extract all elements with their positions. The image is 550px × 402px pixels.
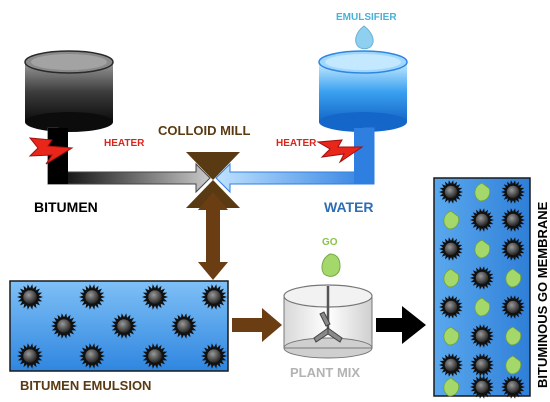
- heater-left-label: HEATER: [104, 138, 145, 149]
- bitumen-particle-icon: [470, 375, 494, 399]
- bitumen-tank: [24, 50, 114, 132]
- bitumen-particle-icon: [470, 353, 494, 377]
- go-flake-icon: [505, 268, 522, 288]
- bitumen-particle-icon: [171, 313, 197, 339]
- bitumen-particle-icon: [51, 313, 77, 339]
- bitumen-particle-icon: [17, 343, 43, 369]
- go-flake-icon: [474, 297, 491, 317]
- bitumen-particle-icon: [501, 237, 525, 261]
- bitumen-emulsion-box: [9, 280, 229, 372]
- go-flake-icon: [505, 326, 522, 346]
- bitumen-label: BITUMEN: [34, 199, 98, 215]
- bitumen-particle-icon: [439, 295, 463, 319]
- emulsion-to-mix-arrow: [232, 308, 282, 342]
- membrane-label: BITUMINOUS GO MEMBRANE: [535, 201, 550, 388]
- bitumen-particle-icon: [439, 180, 463, 204]
- bitumen-particle-icon: [470, 208, 494, 232]
- go-flake-icon: [474, 182, 491, 202]
- bitumen-particle-icon: [501, 208, 525, 232]
- bitumen-particle-icon: [439, 237, 463, 261]
- bitumen-particle-icon: [142, 284, 168, 310]
- go-flake-icon: [443, 268, 460, 288]
- plant-mix-mixer: [283, 284, 373, 359]
- plant-mix-label: PLANT MIX: [290, 365, 360, 380]
- go-flake-icon: [443, 210, 460, 230]
- go-flake-icon: [474, 239, 491, 259]
- mill-emulsion-arrow: [198, 192, 228, 280]
- bitumen-particle-icon: [470, 324, 494, 348]
- emulsifier-label: EMULSIFIER: [336, 12, 397, 23]
- go-flake-icon: [443, 326, 460, 346]
- bitumen-particle-icon: [439, 353, 463, 377]
- emulsifier-droplet-icon: [355, 25, 374, 50]
- heater-right-label: HEATER: [276, 138, 317, 149]
- bitumen-particle-icon: [501, 295, 525, 319]
- bitumen-particle-icon: [79, 343, 105, 369]
- bitumen-particle-icon: [501, 375, 525, 399]
- heater-right-icon: [316, 139, 364, 164]
- mixer-blade-icon: [313, 311, 343, 343]
- water-label: WATER: [324, 199, 374, 215]
- bitumen-emulsion-label: BITUMEN EMULSION: [20, 378, 151, 393]
- bitumen-particle-icon: [201, 343, 227, 369]
- colloid-mill-label: COLLOID MILL: [158, 123, 250, 138]
- bitumen-particle-icon: [111, 313, 137, 339]
- mix-to-membrane-arrow: [376, 306, 426, 344]
- go-flake-icon: [321, 253, 341, 277]
- go-membrane-box: [433, 177, 531, 399]
- bitumen-particle-icon: [79, 284, 105, 310]
- bitumen-particle-icon: [201, 284, 227, 310]
- bitumen-particle-icon: [17, 284, 43, 310]
- bitumen-particle-icon: [501, 180, 525, 204]
- bitumen-particle-icon: [142, 343, 168, 369]
- heater-left-icon: [28, 137, 74, 165]
- bitumen-particle-icon: [470, 266, 494, 290]
- go-flake-icon: [505, 355, 522, 375]
- go-label: GO: [322, 237, 338, 248]
- go-flake-icon: [443, 377, 460, 397]
- water-tank: [318, 50, 408, 132]
